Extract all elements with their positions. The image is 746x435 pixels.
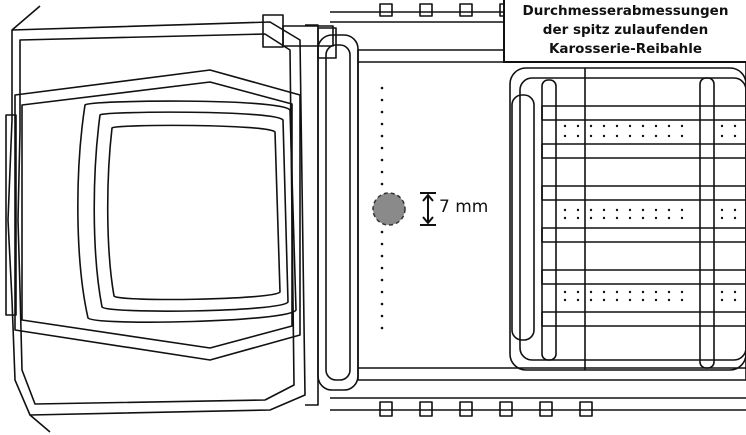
roll-bar-left-inner	[325, 44, 351, 381]
hood-outline	[7, 21, 306, 416]
perforation-row-3	[563, 290, 737, 302]
perforation-row-2	[563, 208, 737, 220]
cage-bar-left	[511, 94, 535, 341]
caption-line-2: der spitz zulaufenden	[542, 22, 709, 38]
mirror-body	[282, 25, 334, 47]
caption-line-3: Karosserie-Reibahle	[548, 41, 703, 57]
hood-raised-inner	[93, 111, 289, 312]
cage-frame-outer	[509, 67, 746, 371]
mirror-cap	[317, 27, 337, 59]
hood-panel-inner	[21, 81, 293, 349]
roll-bar-left	[317, 34, 359, 391]
caption-box: Durchmesserabmessungen der spitz zulaufe…	[503, 0, 746, 63]
cab-frame-left	[305, 24, 319, 406]
hood-raised-area	[77, 100, 297, 323]
hood-inner-outline	[17, 33, 295, 405]
caption-line-1: Durchmesserabmessungen	[522, 3, 729, 19]
hood-raised-inner2	[106, 124, 281, 301]
hood-panel	[14, 69, 301, 361]
reamer-hole-marker	[372, 192, 406, 226]
measurement-label: 7 mm	[439, 197, 489, 217]
perforation-row-1	[563, 124, 737, 138]
cargo-bed	[357, 49, 746, 381]
perforation-column-left	[380, 86, 384, 330]
dimension-indicator	[420, 192, 436, 226]
cage-frame-inner	[519, 77, 746, 361]
left-bumper-edge	[5, 114, 17, 316]
mirror-bracket	[262, 14, 284, 48]
